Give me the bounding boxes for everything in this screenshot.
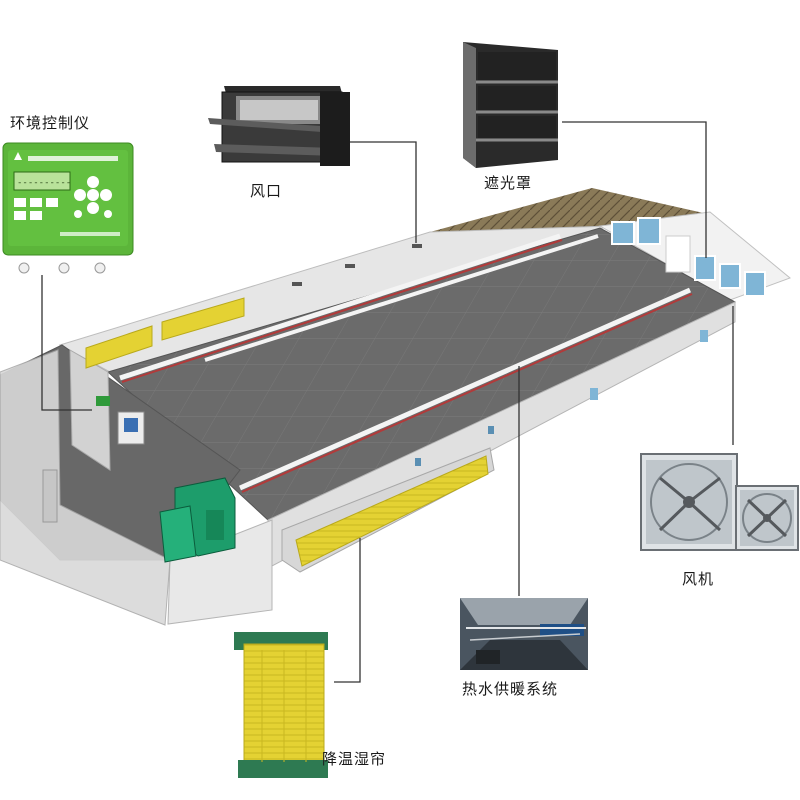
leader-lines xyxy=(41,121,734,683)
exhaust-fans xyxy=(640,453,799,551)
wall-controller xyxy=(96,396,145,445)
leader-controller xyxy=(41,275,92,411)
end-wall-fans xyxy=(611,217,766,297)
front-wall-fans xyxy=(415,330,708,466)
back-wall-pads xyxy=(85,297,245,369)
controller-device: ---------- xyxy=(2,142,134,274)
heating-pipes xyxy=(119,233,693,493)
exhaust-fan-small xyxy=(735,485,799,551)
leader-shade xyxy=(562,121,707,258)
controller-keypad xyxy=(74,176,112,218)
side-door xyxy=(42,469,58,523)
front-cooling-pad xyxy=(281,447,495,573)
exhaust-fan-large xyxy=(640,453,738,551)
air-inlet-unit xyxy=(208,86,350,166)
building xyxy=(0,188,791,626)
light-filter-unit xyxy=(463,42,558,168)
back-wall-vents xyxy=(292,244,422,286)
front-wall-lower xyxy=(167,519,273,625)
label-light-filter: 遮光罩 xyxy=(484,174,533,192)
label-environment-controller: 环境控制仪 xyxy=(10,114,91,132)
controller-screen-text: ---------- xyxy=(17,178,71,188)
label-heating-system: 热水供暖系统 xyxy=(462,680,559,698)
heating-system-photo xyxy=(460,598,588,670)
label-fan: 风机 xyxy=(682,570,715,588)
boiler xyxy=(159,477,236,563)
leader-vent xyxy=(345,141,417,243)
label-cooling-pad: 降温湿帘 xyxy=(322,750,387,768)
leader-pad xyxy=(334,538,361,683)
label-air-inlet: 风口 xyxy=(250,182,283,200)
cooling-pad-unit xyxy=(234,632,328,778)
